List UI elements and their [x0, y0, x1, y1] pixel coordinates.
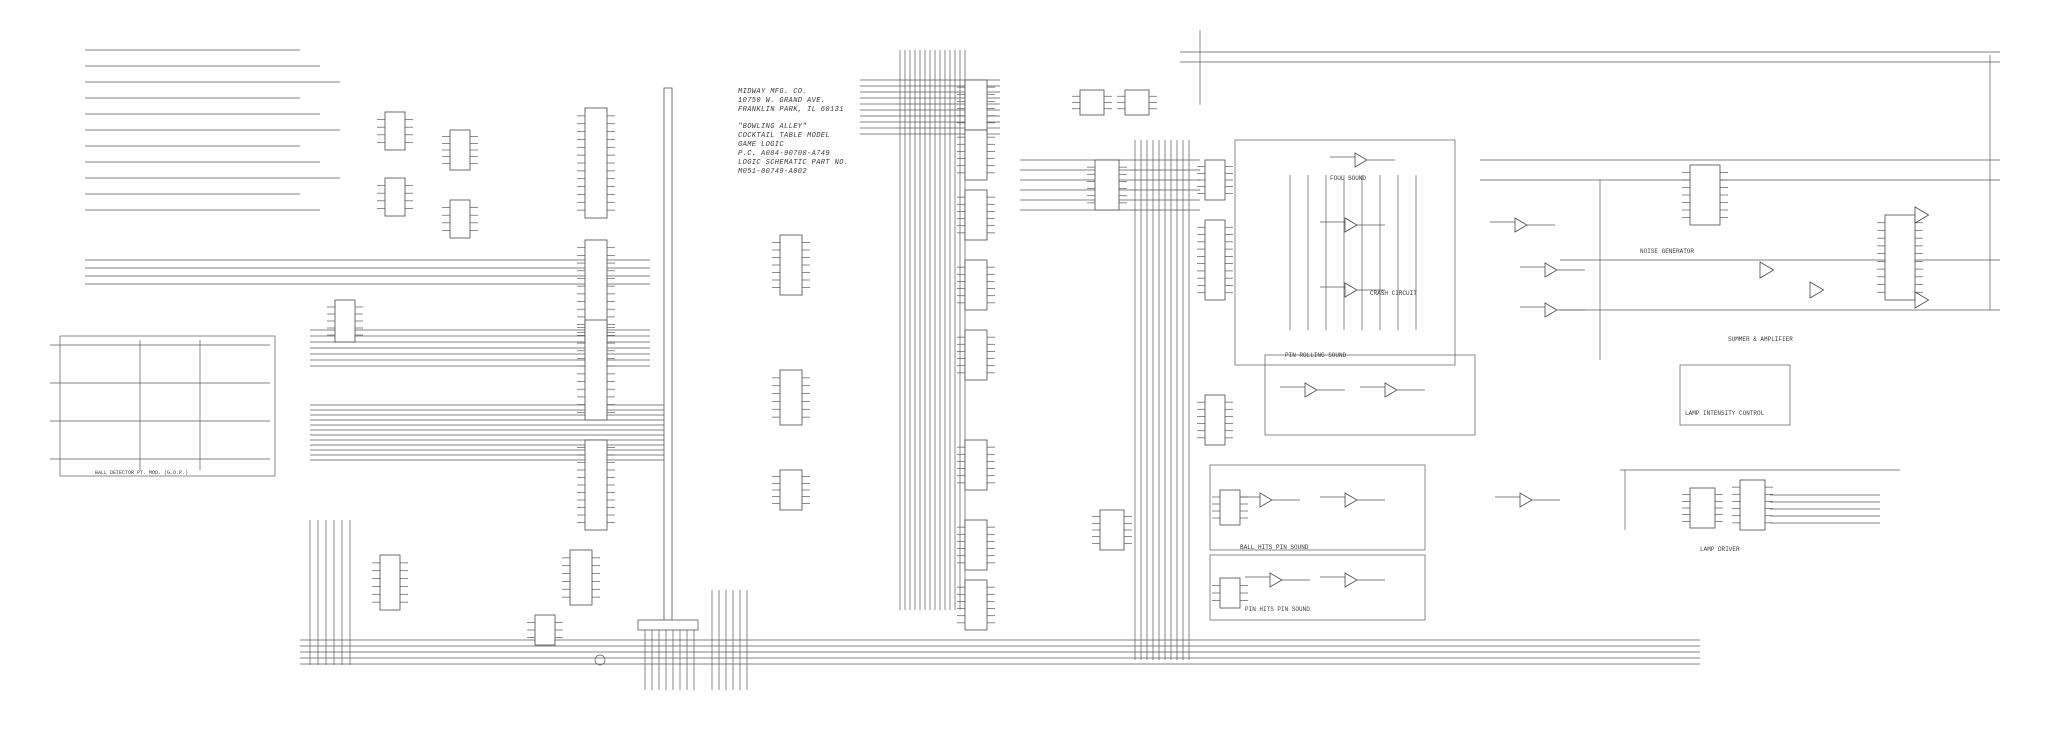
section-ball-detector: BALL DETECTOR PT. MOD. (G.O.P.)	[95, 470, 188, 476]
title-block: MIDWAY MFG. CO. 10750 W. GRAND AVE. FRAN…	[738, 88, 888, 177]
ball-detector-outline	[59, 335, 276, 477]
ic-chip	[1094, 159, 1120, 211]
pin-rolling-outline	[1264, 354, 1476, 436]
ic-chip	[964, 259, 988, 311]
ic-chip	[964, 129, 988, 181]
ic-chip	[584, 319, 608, 421]
pin-hits-outline	[1209, 554, 1426, 621]
ic-chip	[1219, 577, 1241, 609]
op-amp	[1544, 302, 1558, 318]
ic-chip	[964, 189, 988, 241]
ic-chip	[1689, 487, 1716, 529]
ic-chip	[779, 369, 803, 426]
op-amp	[1759, 261, 1775, 279]
ic-chip	[1124, 89, 1150, 116]
ic-chip	[379, 554, 401, 611]
op-amp	[1259, 492, 1273, 508]
title-line-logic: GAME LOGIC	[738, 141, 785, 149]
section-pin-rolling-sound: PIN ROLLING SOUND	[1285, 352, 1347, 359]
title-line-model: COCKTAIL TABLE MODEL	[738, 132, 831, 140]
ic-chip	[964, 579, 988, 631]
title-line-partno: M051-00749-A002	[738, 168, 808, 176]
bus	[637, 87, 699, 631]
ball-hits-outline	[1209, 464, 1426, 551]
wires	[50, 30, 2000, 690]
op-amp	[1304, 382, 1318, 398]
lamp-intensity-outline	[1679, 364, 1791, 426]
ic-chip	[534, 614, 556, 646]
op-amp	[1809, 281, 1825, 299]
ic-chip	[964, 329, 988, 381]
ic-chip	[449, 199, 471, 239]
title-line-game: "BOWLING ALLEY"	[738, 123, 808, 131]
ic-chip	[1204, 394, 1226, 446]
ic-chip	[569, 549, 593, 606]
ic-chip	[964, 439, 988, 491]
ic-chip	[779, 469, 803, 511]
ic-chip	[384, 177, 406, 217]
ic-chip	[334, 299, 356, 343]
section-pin-hits-pin-sound: PIN HITS PIN SOUND	[1245, 606, 1310, 613]
section-foul-sound: FOUL SOUND	[1330, 175, 1366, 182]
section-noise-generator: NOISE GENERATOR	[1640, 248, 1694, 255]
section-ball-hits-pin-sound: BALL HITS PIN SOUND	[1240, 544, 1309, 551]
op-amp	[1344, 217, 1358, 233]
ic-chip	[1079, 89, 1105, 116]
ic-chip	[779, 234, 803, 296]
ic-chip	[964, 79, 988, 131]
op-amp	[1519, 492, 1533, 508]
op-amp	[1514, 217, 1528, 233]
section-lamp-intensity-control: LAMP INTENSITY CONTROL	[1685, 410, 1765, 417]
ic-chip	[964, 519, 988, 571]
op-amp	[1384, 382, 1398, 398]
section-summer-amplifier: SUMMER & AMPLIFIER	[1728, 336, 1793, 343]
ic-chip	[1219, 489, 1241, 526]
op-amp	[1914, 291, 1930, 309]
capacitor	[594, 654, 606, 666]
ic-chip	[384, 111, 406, 151]
main-bus	[663, 87, 673, 629]
op-amp	[1344, 282, 1358, 298]
ic-chip	[1204, 159, 1226, 201]
title-line-city: FRANKLIN PARK, IL 60131	[738, 106, 844, 114]
ic-chip	[1099, 509, 1125, 551]
ic-chip	[584, 107, 608, 219]
op-amp	[1269, 572, 1283, 588]
ic-chip	[1739, 479, 1766, 531]
section-crash-circuit: CRASH CIRCUIT	[1370, 290, 1417, 297]
ic-chip	[1689, 164, 1721, 226]
ic-chip	[449, 129, 471, 171]
op-amp	[1914, 206, 1930, 224]
foul-crash-outline	[1234, 139, 1456, 366]
op-amp	[1344, 572, 1358, 588]
op-amp	[1544, 262, 1558, 278]
bus-connector	[637, 619, 699, 631]
ic-chip	[1884, 214, 1916, 301]
ic-chip	[1204, 219, 1226, 301]
op-amp	[1344, 492, 1358, 508]
section-lamp-driver: LAMP DRIVER	[1700, 546, 1740, 553]
title-line-street: 10750 W. GRAND AVE.	[738, 97, 826, 105]
title-line-schematic: LOGIC SCHEMATIC PART NO.	[738, 159, 849, 167]
chips	[334, 79, 1930, 646]
ic-chip	[584, 439, 608, 531]
title-line-company: MIDWAY MFG. CO.	[738, 88, 808, 96]
op-amp	[1354, 152, 1368, 168]
title-line-pc: P.C. A084-90700-A749	[738, 150, 831, 158]
